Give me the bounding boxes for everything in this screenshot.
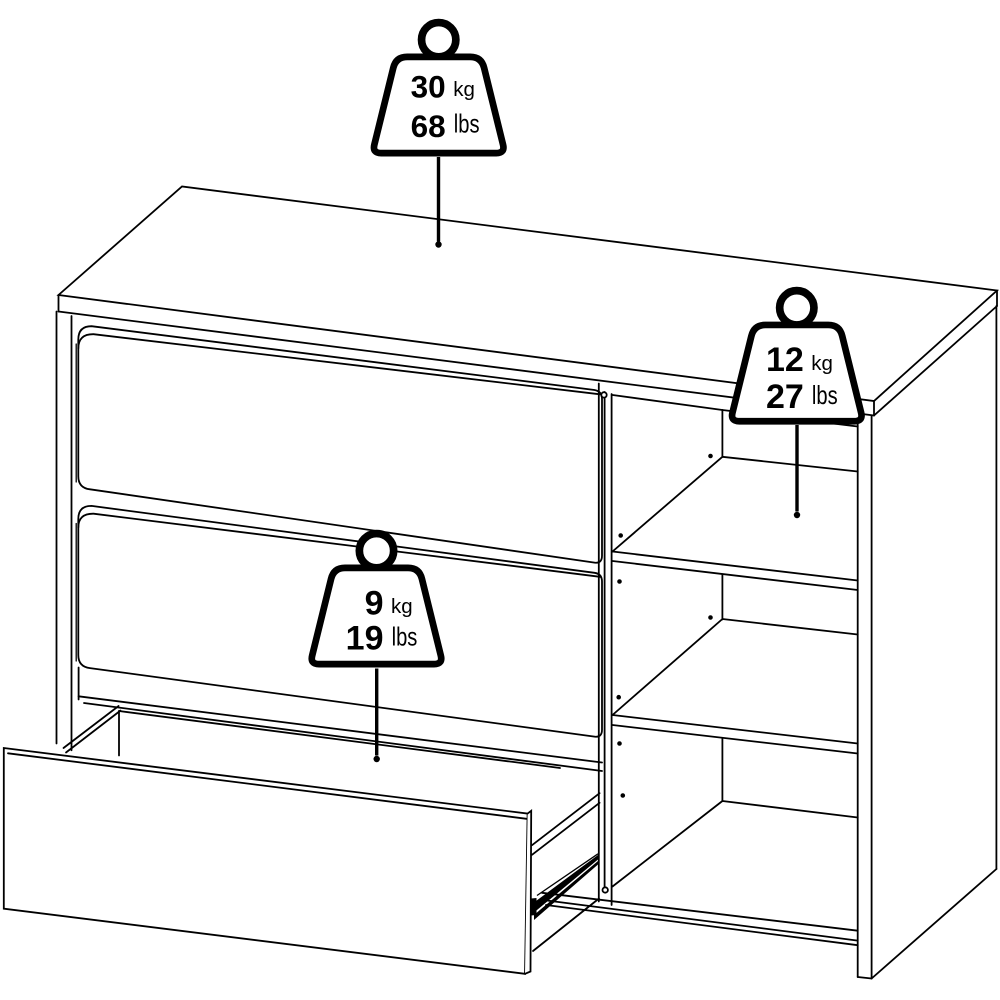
svg-text:kg: kg [391,595,413,618]
svg-text:kg: kg [811,352,833,375]
svg-text:12: 12 [766,341,804,379]
svg-text:kg: kg [453,78,475,101]
svg-text:lbs: lbs [392,622,418,651]
svg-text:9: 9 [365,584,384,622]
svg-text:68: 68 [411,108,446,144]
svg-text:27: 27 [766,378,804,416]
svg-text:30: 30 [411,69,446,105]
svg-text:19: 19 [346,620,384,658]
svg-text:lbs: lbs [454,109,480,138]
svg-text:lbs: lbs [812,380,838,409]
